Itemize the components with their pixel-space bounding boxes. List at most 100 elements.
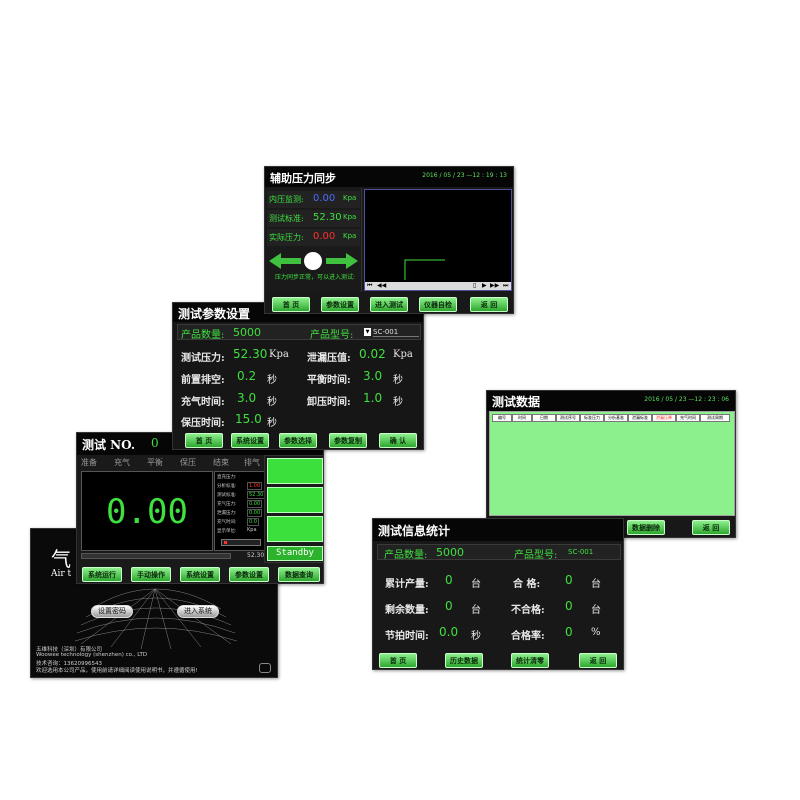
home-button[interactable]: 首 页 xyxy=(272,297,310,312)
home-logo-icon xyxy=(259,663,271,673)
status-block xyxy=(267,458,323,484)
stage-label: 保压 xyxy=(180,458,196,467)
stage-label: 准备 xyxy=(81,458,97,467)
sync-arrows xyxy=(269,252,358,270)
param-bar xyxy=(221,539,261,546)
prev-icon[interactable]: ◀◀ xyxy=(377,282,387,289)
balance-value[interactable]: 3.0 xyxy=(363,369,383,383)
hold-value[interactable]: 15.0 xyxy=(235,412,262,426)
parameter-copy-button[interactable]: 参数复制 xyxy=(329,433,367,448)
column-header: 测试序号 xyxy=(556,414,580,422)
page-title: 测试参数设置 xyxy=(178,307,251,321)
tech-support: 技术咨询：13620996543 xyxy=(36,661,102,667)
column-header: 泄漏标准 xyxy=(628,414,652,422)
sync-indicator-icon xyxy=(304,252,322,270)
remaining-value: 0 xyxy=(445,599,453,613)
param-label: 泄漏压力: xyxy=(217,511,237,516)
home-button[interactable]: 首 页 xyxy=(185,433,223,448)
column-header: 分析基准 xyxy=(604,414,628,422)
enter-test-button[interactable]: 进入测试 xyxy=(370,297,408,312)
inner-pressure-value: 0.00 xyxy=(313,193,336,204)
sync-note: 压力同步正常，可以进入测试: xyxy=(274,274,356,281)
param-row: 内压监测: 0.00 Kpa xyxy=(267,191,360,208)
product-model-value[interactable]: SC-001 xyxy=(373,328,419,337)
big-value: 0.00 xyxy=(106,492,188,532)
first-page-icon[interactable]: ⏮ xyxy=(367,282,373,289)
back-button[interactable]: 返 回 xyxy=(692,520,730,535)
column-header: 编号 xyxy=(492,414,512,422)
unit-pcs: 台 xyxy=(471,605,481,616)
data-table[interactable]: 编号 时间 日期 测试序号 标准压力 分析基准 泄漏标准 泄漏压降 充气时间 测… xyxy=(489,411,735,516)
parameter-settings-button[interactable]: 参数设置 xyxy=(229,567,269,582)
play-icon[interactable]: ▶ xyxy=(482,282,487,289)
pause-icon[interactable]: ▯ xyxy=(473,282,477,289)
parameter-select-button[interactable]: 参数选择 xyxy=(279,433,317,448)
unload-label: 卸压时间: xyxy=(307,397,351,408)
arrow-left-icon xyxy=(269,253,301,269)
clear-stats-button[interactable]: 统计清零 xyxy=(511,653,549,668)
hold-label: 保压时间: xyxy=(181,418,225,429)
data-query-button[interactable]: 数据查询 xyxy=(278,567,320,582)
sec-unit: 秒 xyxy=(393,375,403,386)
stage-label: 结束 xyxy=(213,458,229,467)
test-data-screen: 测试数据 2016 / 05 / 23 —12 : 23 : 06 编号 时间 … xyxy=(486,390,736,538)
stage-row: 准备 充气 平衡 保压 结束 排气 xyxy=(81,457,266,469)
status-block xyxy=(267,487,323,513)
product-model-label: 产品型号: xyxy=(310,330,354,341)
manual-operation-button[interactable]: 手动操作 xyxy=(131,567,171,582)
pressure-chart: ⏮ ◀◀ ▯ ▶ ▶▶ ⏭ xyxy=(364,189,512,291)
leak-value[interactable]: 0.02 xyxy=(359,347,386,361)
home-subtitle: Air t xyxy=(51,569,72,579)
param-label: 分析标准: xyxy=(217,484,237,489)
enter-system-button[interactable]: 进入系统 xyxy=(177,605,219,618)
self-check-button[interactable]: 仪器自检 xyxy=(419,297,457,312)
company-en: Woowee technology (shenzhen) co., LTD xyxy=(36,652,148,658)
statistics-screen: 测试信息统计 产品数量: 5000 产品型号: SC-001 累计产量: 0 台… xyxy=(372,518,624,670)
product-count-label: 产品数量: xyxy=(181,330,225,341)
system-settings-button[interactable]: 系统设置 xyxy=(231,433,269,448)
system-settings-button[interactable]: 系统设置 xyxy=(180,567,220,582)
back-button[interactable]: 返 回 xyxy=(579,653,617,668)
leak-label: 泄漏压值: xyxy=(307,353,351,364)
param-row: 测试标准: 52.30 Kpa xyxy=(267,210,360,227)
back-button[interactable]: 返 回 xyxy=(470,297,508,312)
column-header: 标准压力 xyxy=(580,414,604,422)
pre-exhaust-value[interactable]: 0.2 xyxy=(237,369,257,383)
param-value: 1.00 xyxy=(247,482,263,490)
test-pressure-unit: Kpa xyxy=(269,349,289,360)
test-number: 0 xyxy=(151,436,159,450)
remaining-label: 剩余数量: xyxy=(385,605,429,616)
system-run-button[interactable]: 系统运行 xyxy=(82,567,122,582)
unit-pcs: 台 xyxy=(591,579,601,590)
test-pressure-value[interactable]: 52.30 xyxy=(233,347,268,361)
param-label: 充气时间: xyxy=(217,520,237,525)
progress-number: 52.30 xyxy=(247,552,265,559)
product-count-label: 产品数量: xyxy=(384,550,428,561)
history-data-button[interactable]: 历史数据 xyxy=(445,653,483,668)
param-label: 直充压力: xyxy=(217,475,237,480)
unit: Kpa xyxy=(343,213,357,221)
progress-bar xyxy=(81,553,231,559)
side-params: 直充压力: 分析标准: 1.00 测试标准: 52.30 充气压力: 0.00 … xyxy=(214,471,266,551)
parameter-settings-button[interactable]: 参数设置 xyxy=(321,297,359,312)
delete-data-button[interactable]: 数据删除 xyxy=(627,520,665,535)
page-title: 测试 NO. xyxy=(82,438,136,452)
company-cn: 五维科技（深圳）有限公司 xyxy=(36,647,103,653)
next-icon[interactable]: ▶▶ xyxy=(490,282,500,289)
last-page-icon[interactable]: ⏭ xyxy=(503,282,509,289)
unit-pcs: 台 xyxy=(591,605,601,616)
inflate-value[interactable]: 3.0 xyxy=(237,391,257,405)
left-panel: 内压监测: 0.00 Kpa 测试标准: 52.30 Kpa 实际压力: 0.0… xyxy=(265,188,362,292)
dropdown-icon[interactable]: ▼ xyxy=(364,328,371,336)
table-header: 编号 时间 日期 测试序号 标准压力 分析基准 泄漏标准 泄漏压降 充气时间 测… xyxy=(492,414,734,422)
home-button[interactable]: 首 页 xyxy=(379,653,417,668)
column-header: 测试周期 xyxy=(700,414,730,422)
confirm-button[interactable]: 确 认 xyxy=(379,433,417,448)
status-block xyxy=(267,516,323,542)
inner-pressure-label: 内压监测: xyxy=(269,195,304,204)
unload-value[interactable]: 1.0 xyxy=(363,391,383,405)
param-value: 0.0 xyxy=(247,518,259,526)
unit-percent: % xyxy=(591,627,601,638)
total-output-value: 0 xyxy=(445,573,453,587)
set-password-button[interactable]: 设置密码 xyxy=(91,605,133,618)
